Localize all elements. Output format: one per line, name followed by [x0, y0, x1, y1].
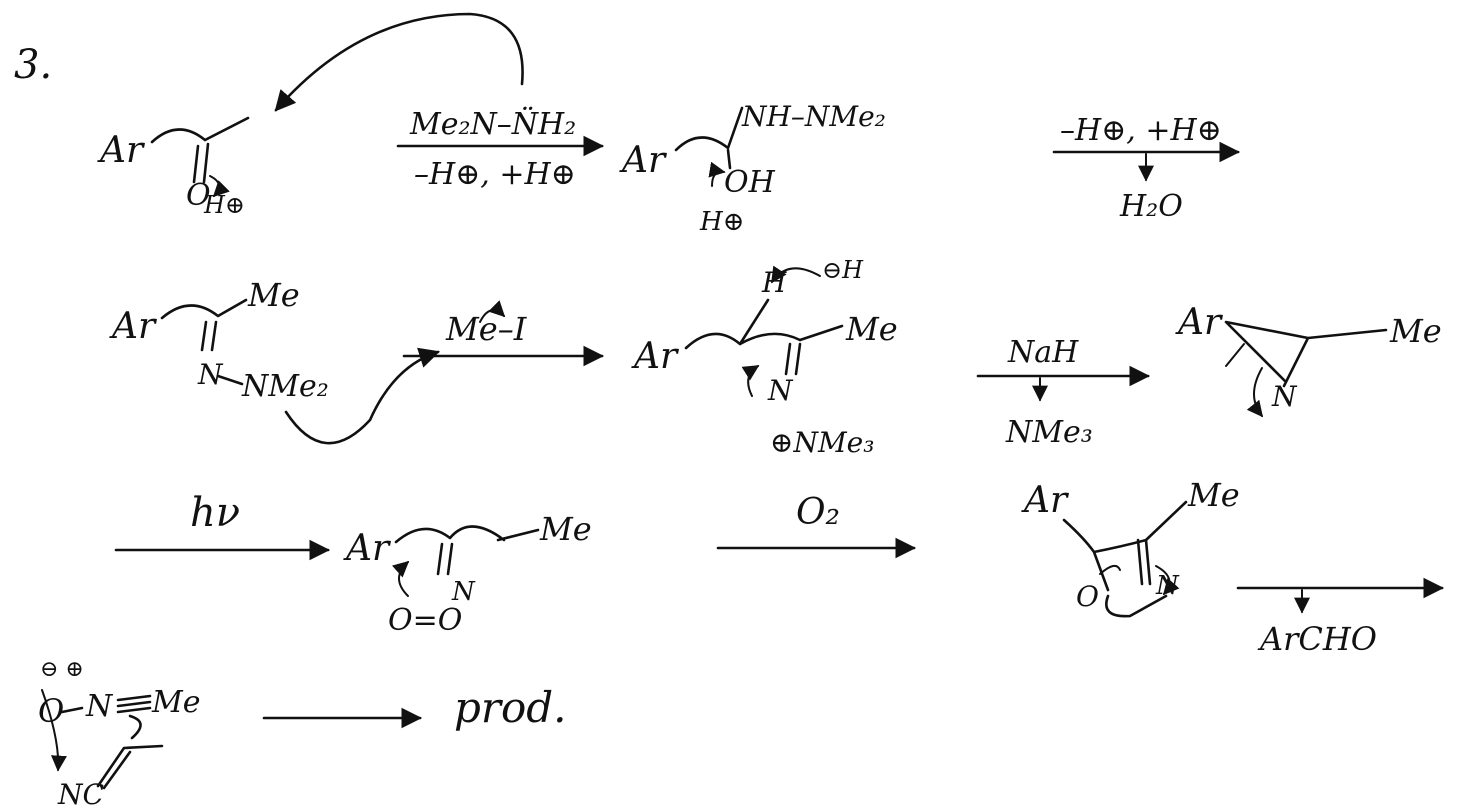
oxygen-reagent-label: O₂ — [796, 492, 840, 533]
hemiaminal-proton-arrow — [708, 161, 726, 187]
water-label: H₂O — [1119, 189, 1183, 224]
hemiaminal-nh-label: NH–NMe₂ — [741, 100, 886, 133]
hemiaminal-bonds — [674, 106, 744, 170]
azirine-ring — [1224, 320, 1388, 388]
nitrile-oxide-bonds — [60, 694, 152, 714]
salt-nme3-label: ⊕NMe₃ — [770, 426, 874, 459]
cycle-me-label: Me — [1187, 476, 1240, 514]
ylide-dioxygen-label: O=O — [388, 603, 462, 638]
nitrile-oxide-me-label: Me — [151, 685, 200, 720]
salt-ar-label: Ar — [631, 336, 679, 377]
ylide-ar-label: Ar — [343, 528, 391, 569]
ylide-n-label: N — [451, 577, 476, 607]
protonation-arrow — [209, 175, 230, 198]
row-1: Ar O H⊕ Me₂N–N̈H₂ –H⊕, +H⊕ Ar NH–NMe₂ OH… — [97, 12, 1241, 237]
hydrazine-reagent-label: Me₂N–N̈H₂ — [409, 107, 576, 142]
hydrazone-bonds — [160, 298, 248, 352]
hemiaminal-oh-label: OH — [724, 165, 776, 200]
cycle-o-label: O — [1076, 580, 1099, 613]
proton-transfer-label-2: –H⊕, +H⊕ — [1060, 113, 1222, 148]
ylide-me-label: Me — [539, 510, 592, 548]
problem-number: 3. — [14, 42, 52, 88]
hydrazone-me-label: Me — [247, 276, 300, 314]
row-4: ⊖ ⊕ O N Me NC prod. — [38, 657, 567, 809]
row-3: hν Ar Me N O=O O₂ Ar Me O N ArCHO — [114, 476, 1445, 658]
nucleophilic-attack-arrow — [274, 12, 524, 112]
aldehyde-label: ArCHO — [1257, 620, 1377, 658]
hydrazone-nn-bond — [216, 374, 244, 386]
hemiaminal-ar-label: Ar — [619, 140, 667, 181]
ketone-ar-label: Ar — [97, 130, 145, 171]
nitrile-oxide-charges: ⊖ ⊕ — [40, 657, 84, 682]
salt-n-label: N — [767, 374, 794, 407]
ylide-oxygen-arrow — [391, 560, 410, 597]
salt-elimination-arrow — [741, 365, 760, 397]
dipolarophile-nc-label: NC — [57, 778, 104, 809]
hydrazone-nme2-label: NMe₂ — [241, 369, 329, 404]
ketone-bonds — [150, 116, 250, 184]
cycle-fragmentation-arrow — [1099, 564, 1169, 594]
ylide-bonds — [394, 525, 540, 576]
row-2: Ar Me N NMe₂ Me–I H ⊖H Ar Me N ⊕NMe₃ NaH… — [109, 256, 1442, 459]
cycle-ar-label: Ar — [1021, 480, 1069, 521]
hemiaminal-proton-label: H⊕ — [699, 207, 744, 237]
azirine-ar-label: Ar — [1175, 302, 1223, 343]
trimethylamine-label: NMe₃ — [1005, 415, 1093, 450]
salt-me-label: Me — [845, 310, 898, 348]
nitrile-oxide-n-label: N — [85, 689, 114, 724]
methyl-iodide-arrow — [479, 300, 506, 323]
azirine-ring-open-arrow — [1225, 343, 1262, 416]
salt-bonds — [684, 298, 844, 376]
deprotonation-arrow — [771, 265, 821, 284]
azirine-n-label: N — [1271, 380, 1298, 413]
azirine-me-label: Me — [1389, 312, 1442, 350]
ketone-oxygen-label: O — [186, 178, 211, 213]
nitrile-oxide-attack-arrow — [41, 689, 67, 772]
photolysis-label: hν — [190, 490, 240, 536]
product-label: prod. — [454, 683, 567, 732]
proton-transfer-label-1: –H⊕, +H⊕ — [414, 157, 576, 192]
hydrazone-n-label: N — [197, 358, 224, 391]
dipolarophile-bonds — [96, 714, 164, 790]
cycle-bonds — [1062, 500, 1188, 618]
methyl-iodide-label: Me–I — [445, 310, 528, 348]
ketone-proton-label: H⊕ — [203, 191, 245, 219]
alkylation-arrow — [284, 347, 440, 445]
hydrazone-ar-label: Ar — [109, 306, 157, 347]
salt-base-label: ⊖H — [822, 256, 864, 284]
nitrile-oxide-o-label: O — [38, 692, 64, 730]
sodium-hydride-label: NaH — [1007, 335, 1079, 370]
